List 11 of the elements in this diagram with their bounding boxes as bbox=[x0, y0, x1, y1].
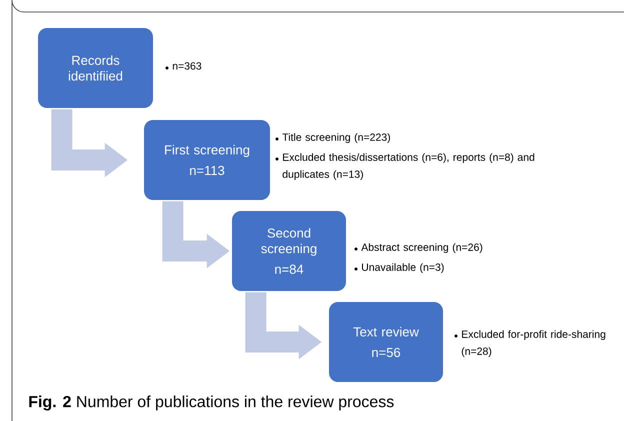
bullet-item: Unavailable (n=3) bbox=[354, 263, 444, 273]
process-box: Text review n=56 bbox=[329, 302, 443, 382]
process-box: Records identifiied bbox=[38, 28, 153, 108]
figure-caption: Fig. 2 Number of publications in the review process bbox=[29, 396, 394, 410]
bullet-item: n=363 bbox=[166, 62, 202, 70]
bullet-item: Abstract screening (n=26) bbox=[354, 243, 482, 253]
bullet-item: Excluded thesis/dissertations (n=6), reports (n=8) and duplicates (n=13) bbox=[276, 153, 534, 180]
process-box: Second screening n=84 bbox=[232, 211, 346, 291]
bullet-item: Title screening (n=223) bbox=[276, 133, 390, 143]
bullet-item: Excluded for-profit ride-sharing (n=28) bbox=[454, 330, 606, 357]
process-box: First screening n=113 bbox=[144, 120, 270, 200]
